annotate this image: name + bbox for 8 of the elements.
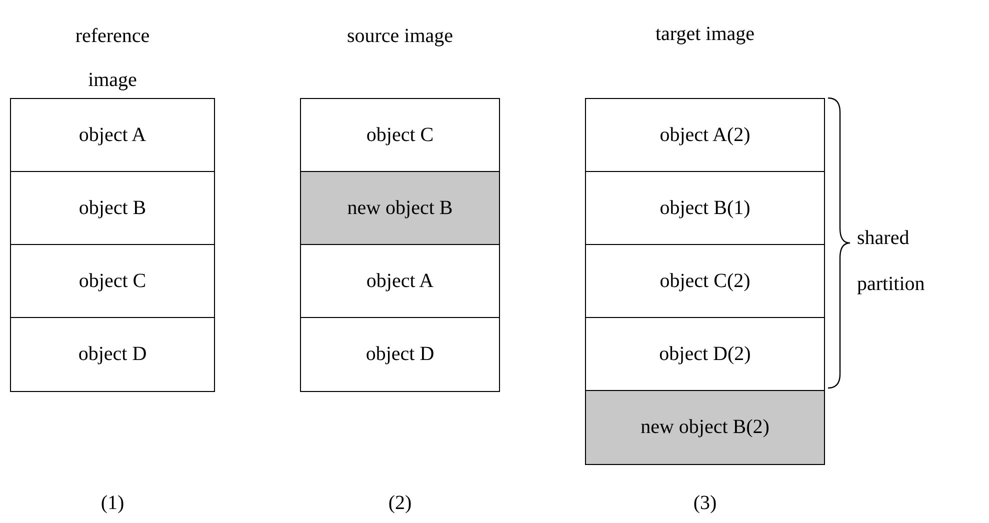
object-cell: new object B: [301, 172, 499, 245]
figure-number: (3): [692, 492, 718, 515]
figure-number: (1): [100, 492, 126, 515]
column-heading: target image: [654, 22, 756, 47]
figure-number: (2): [387, 492, 413, 515]
column-heading: source image: [346, 24, 454, 49]
object-cell: new object B(2): [586, 391, 824, 464]
brace-label: shared partition: [857, 226, 926, 297]
